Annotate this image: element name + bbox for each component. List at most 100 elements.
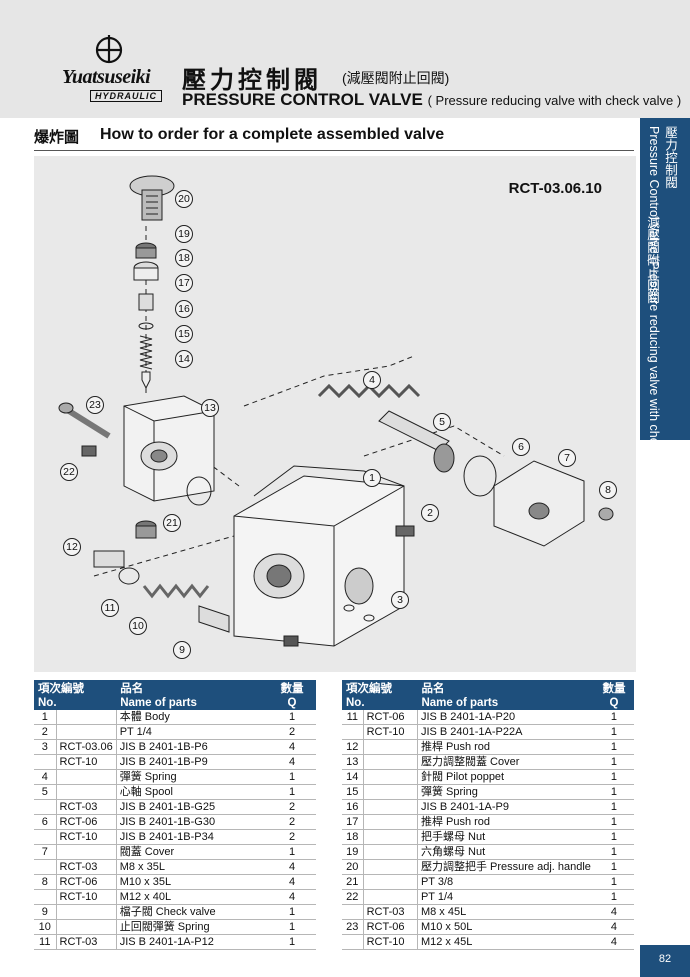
callout-6: 6 bbox=[512, 438, 530, 456]
side-tab-zh-1: 壓力控制閥 bbox=[663, 126, 677, 189]
col-no-zh: 項次編號 bbox=[342, 680, 418, 696]
part-qty: 2 bbox=[268, 724, 316, 741]
exploded-view-svg bbox=[58, 175, 614, 647]
part-no: 3 bbox=[34, 739, 56, 756]
part-variant bbox=[362, 799, 418, 816]
part-no: 6 bbox=[34, 814, 56, 831]
part-name: PT 1/4 bbox=[416, 889, 594, 906]
part-variant: RCT-10 bbox=[362, 934, 418, 951]
part-variant bbox=[55, 769, 117, 786]
callout-5: 5 bbox=[433, 413, 451, 431]
callout-19: 19 bbox=[175, 225, 193, 243]
part-qty: 1 bbox=[593, 739, 634, 756]
part-name: JIS B 2401-1B-P9 bbox=[115, 754, 268, 771]
part-no: 12 bbox=[342, 739, 364, 756]
part-no: 16 bbox=[342, 799, 364, 816]
col-no-en: No. bbox=[342, 696, 418, 710]
part-variant: RCT-10 bbox=[55, 829, 117, 846]
part-qty: 4 bbox=[268, 874, 316, 891]
callout-9: 9 bbox=[173, 641, 191, 659]
part-name: JIS B 2401-1B-P34 bbox=[115, 829, 268, 846]
part-qty: 1 bbox=[593, 859, 634, 876]
part-variant: RCT-03 bbox=[55, 934, 117, 951]
callout-8: 8 bbox=[599, 481, 617, 499]
col-name-zh: 品名 bbox=[116, 680, 268, 696]
part-name: 推桿 Push rod bbox=[416, 814, 594, 831]
page-number: 82 bbox=[640, 945, 690, 977]
part-no: 23 bbox=[342, 919, 364, 936]
callout-15: 15 bbox=[175, 325, 193, 343]
part-variant: RCT-10 bbox=[55, 889, 117, 906]
part-name: 止回閥彈簧 Spring bbox=[115, 919, 268, 936]
callout-17: 17 bbox=[175, 274, 193, 292]
section-heading: 爆炸圖 How to order for a complete assemble… bbox=[34, 126, 634, 148]
part-qty: 1 bbox=[268, 844, 316, 861]
part-no: 8 bbox=[34, 874, 56, 891]
part-qty: 2 bbox=[268, 814, 316, 831]
part-no bbox=[342, 934, 364, 951]
callout-18: 18 bbox=[175, 249, 193, 267]
part-name: M10 x 50L bbox=[416, 919, 594, 936]
callout-21: 21 bbox=[163, 514, 181, 532]
callout-7: 7 bbox=[558, 449, 576, 467]
brand-logo: Yuatsuseiki HYDRAULIC bbox=[62, 34, 172, 106]
part-no: 4 bbox=[34, 769, 56, 786]
side-tab-en: Pressure Control Valve (Pressure reducin… bbox=[647, 126, 661, 494]
section-title-zh: 爆炸圖 bbox=[34, 129, 80, 146]
part-qty: 1 bbox=[268, 769, 316, 786]
part-qty: 1 bbox=[593, 769, 634, 786]
part-qty: 2 bbox=[268, 799, 316, 816]
side-tab: 壓力控制閥 Pressure Control Valve (Pressure r… bbox=[640, 118, 690, 494]
part-variant: RCT-06 bbox=[362, 919, 418, 936]
part-no: 10 bbox=[34, 919, 56, 936]
part-variant bbox=[362, 814, 418, 831]
part-qty: 1 bbox=[593, 814, 634, 831]
callout-10: 10 bbox=[129, 617, 147, 635]
part-no: 18 bbox=[342, 829, 364, 846]
part-variant bbox=[55, 919, 117, 936]
callout-23: 23 bbox=[86, 396, 104, 414]
part-no bbox=[34, 754, 56, 771]
part-qty: 4 bbox=[268, 889, 316, 906]
part-qty: 1 bbox=[593, 754, 634, 771]
model-number: RCT-03.06.10 bbox=[508, 180, 602, 197]
callout-16: 16 bbox=[175, 300, 193, 318]
col-q-zh: 數量 bbox=[268, 680, 316, 696]
part-no: 17 bbox=[342, 814, 364, 831]
part-no: 21 bbox=[342, 874, 364, 891]
logo-mark-icon bbox=[95, 35, 123, 64]
callout-22: 22 bbox=[60, 463, 78, 481]
part-no bbox=[34, 829, 56, 846]
part-no bbox=[34, 859, 56, 876]
part-qty: 4 bbox=[593, 904, 634, 921]
col-name-en: Name of parts bbox=[116, 696, 268, 710]
part-variant bbox=[55, 844, 117, 861]
part-no: 14 bbox=[342, 769, 364, 786]
part-variant bbox=[55, 710, 117, 726]
col-no-zh: 項次編號 bbox=[34, 680, 117, 696]
brand-sub: HYDRAULIC bbox=[90, 90, 162, 102]
part-qty: 1 bbox=[268, 710, 316, 726]
part-variant bbox=[362, 739, 418, 756]
part-name: M12 x 40L bbox=[115, 889, 268, 906]
part-name: 閥蓋 Cover bbox=[115, 844, 268, 861]
part-variant bbox=[55, 724, 117, 741]
section-divider bbox=[34, 150, 634, 151]
